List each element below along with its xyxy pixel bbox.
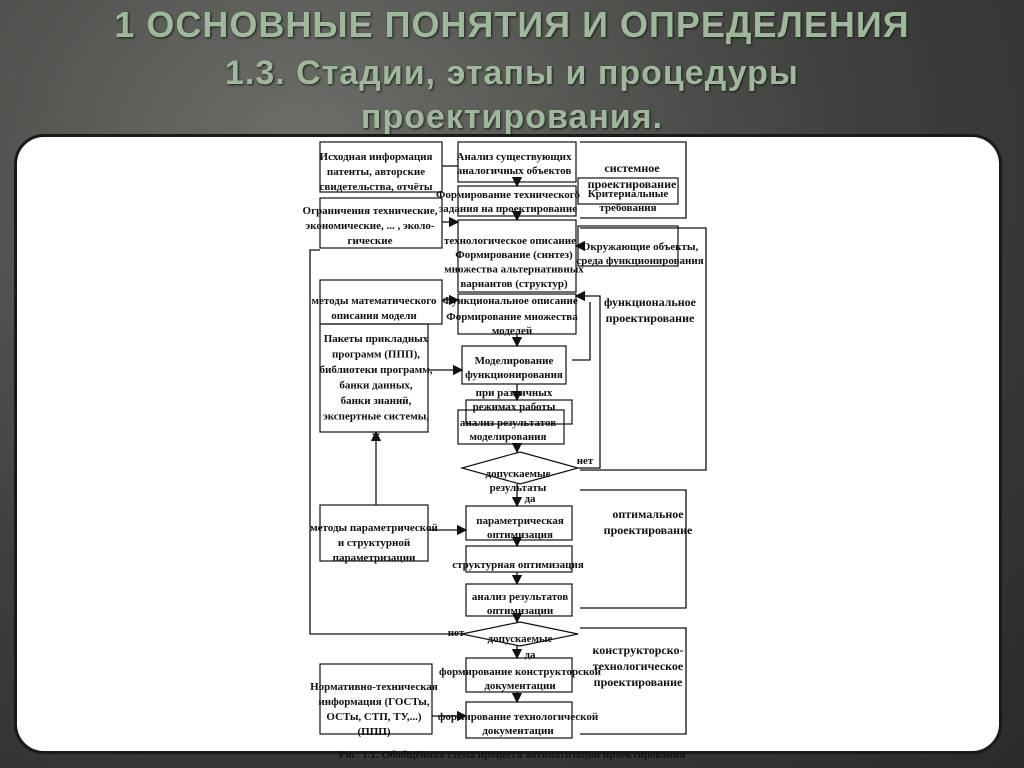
feedback-loop-no <box>574 290 601 469</box>
box-param-methods <box>319 504 429 562</box>
box-results <box>457 409 565 445</box>
content-card <box>14 134 1002 754</box>
label-no-1: нет <box>577 455 594 467</box>
label-yes-2: да <box>524 649 536 661</box>
box-normative <box>319 663 433 735</box>
slide-title-line-3: проектирования. <box>360 98 664 136</box>
tech-desc-text: технологическое описание <box>444 235 576 247</box>
feedback-loop-inner <box>572 302 591 361</box>
stage-bracket-optimal <box>580 489 687 609</box>
synthesis-text: Формирование (синтез)множества альтернат… <box>444 249 584 290</box>
func-desc-text: Функциональное описание <box>442 295 578 307</box>
environment-text: Окружающие объекты,среда функционировани… <box>576 241 703 267</box>
struct-opt-text: структурная оптимизация <box>452 559 584 571</box>
label-no-2: нет <box>448 627 465 639</box>
box-constraints <box>319 197 443 249</box>
label-yes-1: да <box>524 493 536 505</box>
constraints-text: Ограничения технические,экономические, .… <box>303 205 438 247</box>
decision-results <box>459 451 581 485</box>
decision-opt-text: допускаемые <box>488 633 553 645</box>
slide-title-line-2: 1.3. Стадии, этапы и процедуры <box>225 54 799 92</box>
figure-caption: Рис. 1.1. Обобщённая схема процесса авто… <box>339 749 686 761</box>
stage-bracket-constructive <box>580 627 687 735</box>
stage-bracket-functional <box>580 227 707 471</box>
box-initial-info <box>319 141 443 193</box>
stage-bracket-system <box>580 141 687 219</box>
slide-title-line-1: 1 ОСНОВНЫЕ ПОНЯТИЯ И ОПРЕДЕЛЕНИЯ <box>114 4 910 45</box>
box-criteria <box>577 177 679 205</box>
decision-opt <box>461 621 579 647</box>
feedback-loop-opt <box>309 249 462 635</box>
